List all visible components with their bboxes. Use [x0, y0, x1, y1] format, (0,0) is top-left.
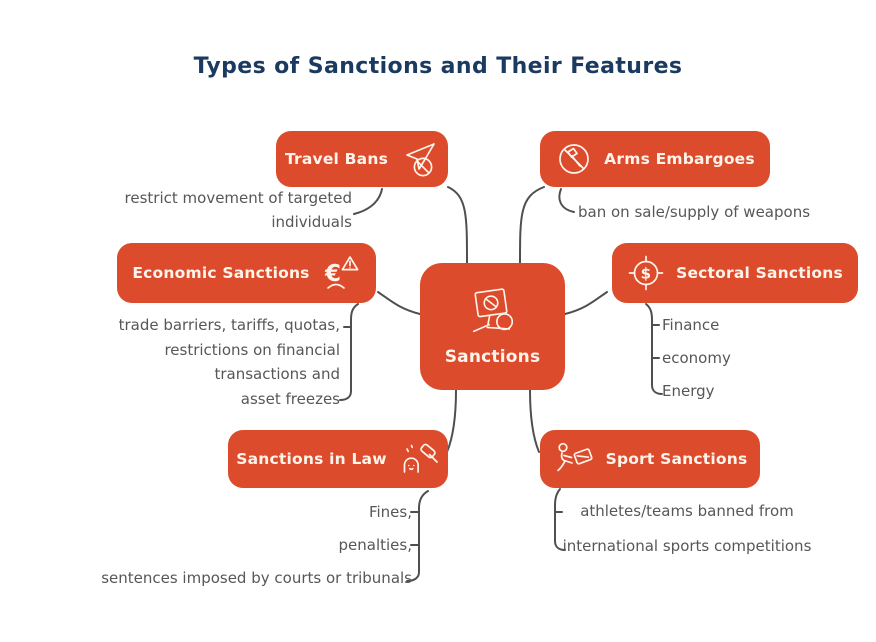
note-line: Finance: [662, 316, 720, 334]
note-line: Energy: [662, 382, 715, 400]
note-travel-bans: restrict movement of targeted individual…: [110, 186, 352, 234]
node-travel-bans: Travel Bans: [276, 131, 448, 187]
connector-travel-note: [353, 188, 383, 215]
note-line: restrictions on financial: [164, 340, 340, 359]
note-line: penalties,: [338, 536, 412, 554]
note-line: international sports competitions: [562, 537, 812, 555]
note-sectoral-sanctions: Finance economy Energy: [662, 309, 822, 408]
node-economic-sanctions-label: Economic Sanctions: [132, 264, 310, 282]
connector-center-sectoral: [564, 291, 608, 315]
note-sanctions-in-law: Fines, penalties, sentences imposed by c…: [99, 496, 412, 595]
note-line: ban on sale/supply of weapons: [578, 203, 811, 221]
node-economic-sanctions: Economic Sanctions €: [117, 243, 376, 303]
connector-center-law: [446, 389, 457, 453]
node-arms-embargoes-label: Arms Embargoes: [604, 150, 755, 168]
connector-center-sport: [529, 389, 540, 453]
node-sport-sanctions: Sport Sanctions: [540, 430, 760, 488]
note-line: athletes/teams banned from: [580, 502, 794, 520]
connector-sectoral-note: [645, 303, 663, 395]
euro-warning-icon: €: [324, 256, 359, 289]
gavel-person-icon: [403, 443, 438, 473]
svg-text:€: €: [324, 261, 341, 287]
note-line: individuals: [271, 213, 352, 231]
node-travel-bans-label: Travel Bans: [284, 150, 389, 168]
node-sanctions-center-label: Sanctions: [444, 347, 541, 367]
connector-center-economic: [377, 291, 421, 315]
note-sport-sanctions: athletes/teams banned from international…: [556, 494, 818, 564]
note-line: Fines,: [368, 503, 412, 521]
no-weapons-icon: [559, 144, 590, 174]
connector-economic-note: [339, 303, 359, 401]
note-arms-embargoes: ban on sale/supply of weapons: [578, 200, 818, 224]
runner-card-icon: [556, 442, 593, 472]
note-line: transactions and: [214, 365, 340, 383]
protest-sign-icon: [472, 288, 513, 333]
note-line: trade barriers, tariffs, quotas,: [118, 316, 340, 334]
node-sectoral-sanctions-label: Sectoral Sanctions: [676, 264, 843, 282]
node-sanctions-center: Sanctions: [420, 263, 565, 390]
target-dollar-icon: $: [628, 255, 664, 291]
note-line: asset freezes: [240, 389, 340, 408]
connector-center-arms-embargoes: [519, 186, 545, 264]
plane-ban-icon: [406, 143, 435, 177]
svg-text:$: $: [641, 265, 652, 283]
node-sectoral-sanctions: $ Sectoral Sanctions: [612, 243, 858, 303]
node-sport-sanctions-label: Sport Sanctions: [605, 450, 748, 468]
connector-law-note: [406, 490, 429, 582]
node-sanctions-in-law-label: Sanctions in Law: [236, 450, 387, 468]
note-line: restrict movement of targeted: [124, 189, 352, 207]
connector-arms-note: [558, 188, 575, 213]
note-line: sentences imposed by courts or tribunals: [101, 569, 412, 587]
node-sanctions-in-law: Sanctions in Law: [228, 430, 448, 488]
node-arms-embargoes: Arms Embargoes: [540, 131, 770, 187]
diagram-title: Types of Sanctions and Their Features: [193, 54, 683, 79]
note-economic-sanctions: trade barriers, tariffs, quotas, restric…: [60, 313, 340, 411]
connector-center-travel-bans: [447, 186, 468, 264]
note-line: economy: [662, 349, 731, 367]
connector-sport-note: [554, 488, 566, 551]
